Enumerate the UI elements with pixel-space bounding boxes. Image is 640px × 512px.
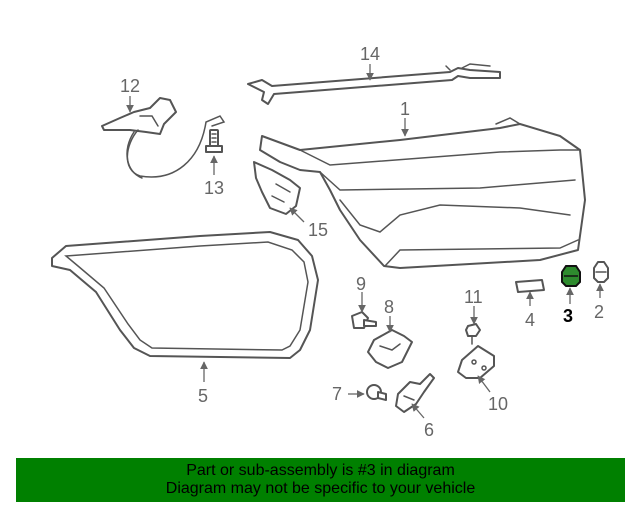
part-8-bracket <box>367 329 413 369</box>
part-7-screw <box>366 384 387 401</box>
callout-5: 5 <box>198 386 208 406</box>
callout-4: 4 <box>525 310 535 330</box>
callout-14: 14 <box>360 44 380 64</box>
part-4-pad <box>515 279 545 293</box>
part-5-seal <box>51 231 319 359</box>
callout-9: 9 <box>356 274 366 294</box>
banner-line-disclaimer: Diagram may not be specific to your vehi… <box>165 480 476 497</box>
banner-line-part-number: Part or sub-assembly is #3 in diagram <box>186 462 455 479</box>
leader-lines <box>126 64 604 419</box>
part-12-latch <box>101 97 226 179</box>
part-6-bracket <box>395 373 435 413</box>
part-1-decklid <box>259 117 586 269</box>
callout-12: 12 <box>120 76 140 96</box>
part-15-bracket <box>253 161 301 215</box>
callout-1: 1 <box>400 99 410 119</box>
callout-3: 3 <box>563 306 573 326</box>
part-13-bolt <box>205 129 223 153</box>
callout-15: 15 <box>308 220 328 240</box>
parts-diagram: 14 12 1 13 15 9 8 11 4 3 2 5 7 10 6 <box>51 44 609 440</box>
callout-10: 10 <box>488 394 508 414</box>
callout-7: 7 <box>332 384 342 404</box>
callout-8: 8 <box>384 297 394 317</box>
callout-13: 13 <box>204 178 224 198</box>
part-9-screw <box>351 311 377 329</box>
callout-2: 2 <box>594 302 604 322</box>
part-14-rod <box>247 63 501 105</box>
part-3-bumper-highlighted <box>561 265 581 287</box>
part-11-screw <box>465 323 481 345</box>
callout-6: 6 <box>424 420 434 440</box>
info-banner: Part or sub-assembly is #3 in diagram Di… <box>16 458 625 502</box>
part-10-plate <box>457 345 495 379</box>
callout-numbers: 14 12 1 13 15 9 8 11 4 3 2 5 7 10 6 <box>120 44 604 440</box>
callout-11: 11 <box>464 287 483 307</box>
part-2-bumper <box>593 261 609 283</box>
